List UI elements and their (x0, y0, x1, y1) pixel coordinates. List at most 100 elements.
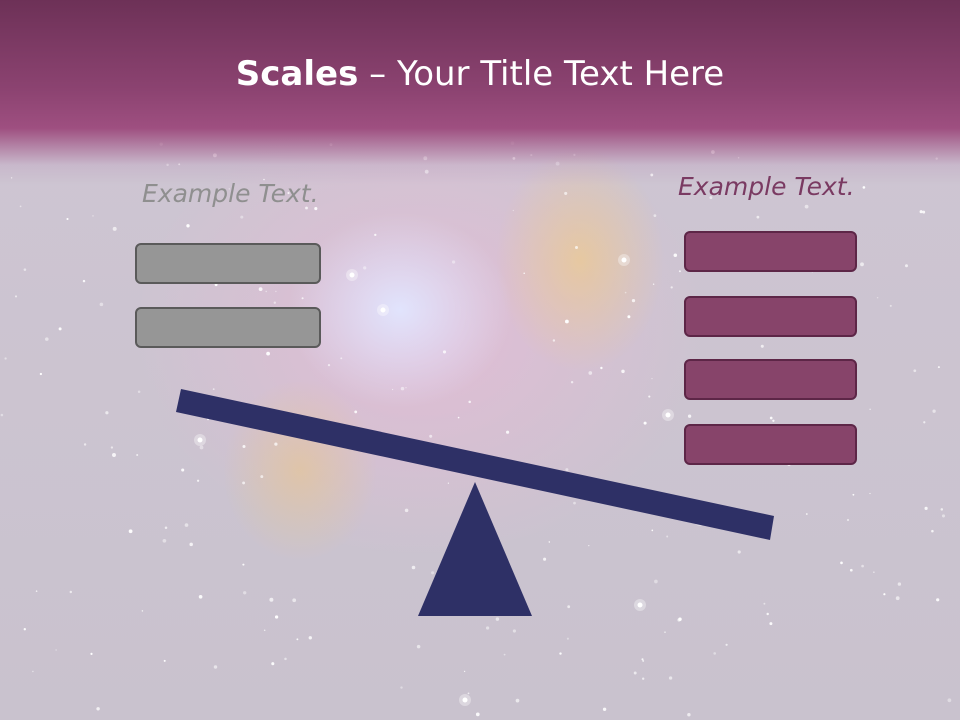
star (883, 593, 886, 596)
star (668, 676, 673, 680)
star (92, 215, 94, 217)
star (163, 659, 166, 662)
star (4, 357, 7, 360)
star (654, 579, 658, 584)
star (467, 692, 470, 695)
star (258, 287, 263, 292)
star (548, 541, 551, 543)
star (869, 408, 871, 410)
star (451, 260, 456, 264)
star (766, 612, 769, 616)
star (32, 670, 34, 673)
star (624, 291, 627, 294)
star (431, 571, 435, 575)
star (240, 215, 244, 219)
star (296, 638, 299, 641)
star (162, 538, 167, 543)
star (66, 217, 69, 221)
star (184, 523, 189, 527)
star (416, 644, 421, 649)
bright-star (665, 412, 671, 418)
star (515, 698, 520, 703)
star (940, 508, 944, 511)
star (570, 380, 574, 384)
star (495, 617, 500, 621)
star (642, 659, 645, 662)
star (937, 366, 940, 369)
star (769, 416, 773, 420)
star (429, 434, 433, 438)
right-box-4 (684, 424, 857, 465)
star (404, 508, 409, 513)
star (39, 372, 43, 376)
star (840, 561, 843, 565)
star (631, 298, 636, 303)
star (83, 443, 87, 446)
star (567, 605, 571, 609)
star (922, 210, 926, 214)
star (564, 191, 568, 195)
right-example-text: Example Text. (678, 172, 855, 201)
star (58, 327, 62, 331)
star (457, 416, 460, 419)
star (889, 304, 892, 307)
star (666, 535, 669, 538)
star (405, 386, 407, 389)
scale-beam (176, 389, 774, 540)
star (82, 279, 86, 283)
star (846, 518, 850, 522)
star (265, 290, 267, 293)
star (96, 707, 100, 711)
title-bold: Scales (235, 54, 359, 94)
star (112, 226, 117, 231)
star (760, 344, 764, 348)
star (503, 653, 506, 656)
star (292, 598, 297, 603)
star (45, 337, 49, 341)
star (186, 224, 190, 228)
star (275, 290, 277, 293)
star (269, 597, 274, 602)
slide-title: Scales – Your Title Text Here (0, 52, 960, 96)
star (588, 544, 590, 547)
star (308, 636, 312, 640)
star (641, 658, 644, 661)
star (670, 286, 673, 289)
star (769, 622, 773, 626)
bright-star (197, 437, 203, 443)
star (242, 444, 246, 449)
star (633, 671, 637, 675)
star (164, 526, 168, 530)
star (90, 652, 93, 656)
star (274, 442, 278, 446)
star (678, 270, 681, 273)
star (919, 210, 923, 214)
star (905, 264, 908, 268)
star (709, 196, 713, 200)
star (627, 315, 631, 319)
star (862, 186, 866, 189)
star (199, 445, 204, 450)
star (112, 453, 116, 457)
star (805, 513, 808, 515)
star (573, 501, 576, 505)
star (273, 301, 276, 304)
star (55, 649, 57, 651)
star (763, 602, 766, 605)
star (136, 453, 139, 457)
star (363, 266, 367, 270)
star (923, 421, 926, 424)
star (242, 563, 245, 566)
star (852, 493, 855, 496)
star (642, 677, 645, 680)
star (941, 514, 946, 518)
bright-star (462, 697, 468, 703)
star (242, 481, 246, 485)
star (181, 468, 185, 472)
star (374, 233, 377, 237)
star (772, 419, 775, 422)
star (19, 205, 22, 208)
star (213, 665, 218, 669)
star (652, 283, 655, 285)
star (411, 565, 416, 570)
